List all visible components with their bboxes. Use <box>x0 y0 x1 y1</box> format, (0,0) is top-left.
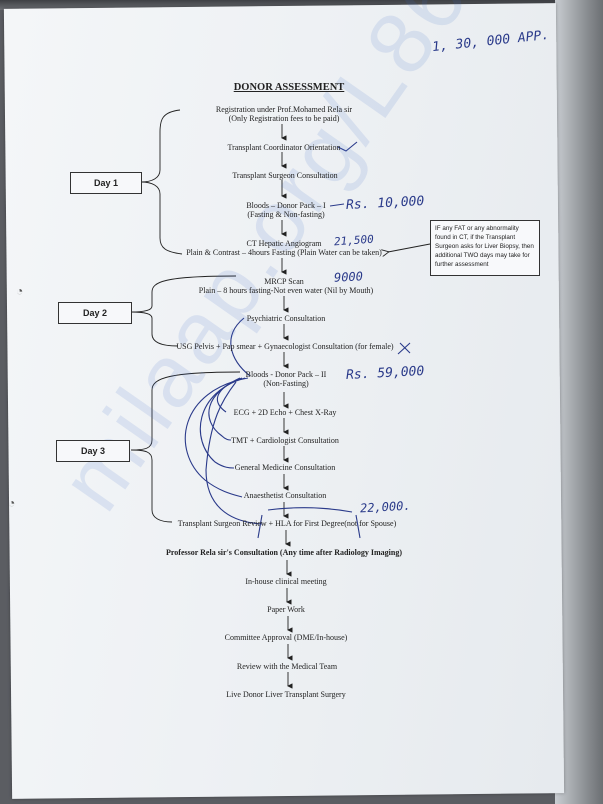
handwritten-hla-cost: 22,000. <box>359 498 411 516</box>
ink-loop <box>208 377 243 441</box>
handwritten-ct-cost: 21,500 <box>333 232 375 249</box>
background-edge-right <box>555 0 603 804</box>
punch-hole-icon: ◔ <box>16 284 24 298</box>
ink-loop <box>199 377 246 469</box>
ink-bracket <box>257 514 361 539</box>
step-ct: CT Hepatic Angiogram <box>246 239 322 248</box>
step-surgeon-consult: Transplant Surgeon Consultation <box>232 171 338 180</box>
step-team-review: Review with the Medical Team <box>236 662 338 671</box>
handwritten-mrcp-cost: 9000 <box>333 269 364 285</box>
day-2-box: Day 2 <box>58 302 132 324</box>
step-surgeon-review: Transplant Surgeon Review + HLA for Firs… <box>177 519 397 528</box>
step-surgery: Live Donor Liver Transplant Surgery <box>226 690 346 699</box>
step-ct-note: Plain & Contrast – 4hours Fasting (Plain… <box>186 248 382 257</box>
cross-mark <box>397 342 411 355</box>
step-registration-note: (Only Registration fees to be paid) <box>228 114 340 123</box>
step-psychiatric: Psychiatric Consultation <box>246 314 326 323</box>
tick-mark <box>337 141 358 152</box>
ink-underline <box>267 507 353 513</box>
step-bloods-1: Bloods – Donor Pack – I <box>246 201 326 210</box>
step-clinical-meeting: In-house clinical meeting <box>245 577 327 586</box>
ink-loop <box>216 377 241 413</box>
step-rela-consultation: Professor Rela sir's Consultation (Any t… <box>166 548 402 557</box>
punch-hole-icon: ◔ <box>8 496 16 510</box>
day3-brace <box>130 371 241 523</box>
ink-dash <box>329 203 345 207</box>
day1-brace <box>140 109 183 255</box>
step-bloods-2: Bloods - Donor Pack – II <box>245 370 327 379</box>
step-general-medicine: General Medicine Consultation <box>234 463 336 472</box>
ink-loop <box>205 381 263 525</box>
document-title: DONOR ASSESSMENT <box>233 82 345 93</box>
note-pointer <box>388 243 431 252</box>
handwritten-marks <box>184 141 411 539</box>
step-tmt: TMT + Cardiologist Consultation <box>231 436 339 445</box>
biopsy-note-box: IF any FAT or any abnormality found in C… <box>430 220 540 276</box>
step-anaesthetist: Anaesthetist Consultation <box>243 491 327 500</box>
step-paper-work: Paper Work <box>267 605 305 614</box>
step-bloods-1-note: (Fasting & Non-fasting) <box>247 210 325 219</box>
step-coordinator: Transplant Coordinator Orientation <box>227 143 341 152</box>
ink-loop <box>184 377 249 498</box>
ink-loop <box>230 317 251 377</box>
step-bloods-2-note: (Non-Fasting) <box>263 379 309 388</box>
step-usg: USG Pelvis + Pap smear + Gynaecologist C… <box>176 342 394 351</box>
step-registration: Registration under Prof.Mohamed Rela sir <box>215 105 353 114</box>
step-mrcp: MRCP Scan <box>264 277 304 286</box>
step-ecg: ECG + 2D Echo + Chest X-Ray <box>233 408 337 417</box>
day-3-box: Day 3 <box>56 440 130 462</box>
step-committee: Committee Approval (DME/In-house) <box>224 633 348 642</box>
day-1-box: Day 1 <box>70 172 142 194</box>
step-mrcp-note: Plain – 8 hours fasting-Not even water (… <box>198 286 374 295</box>
